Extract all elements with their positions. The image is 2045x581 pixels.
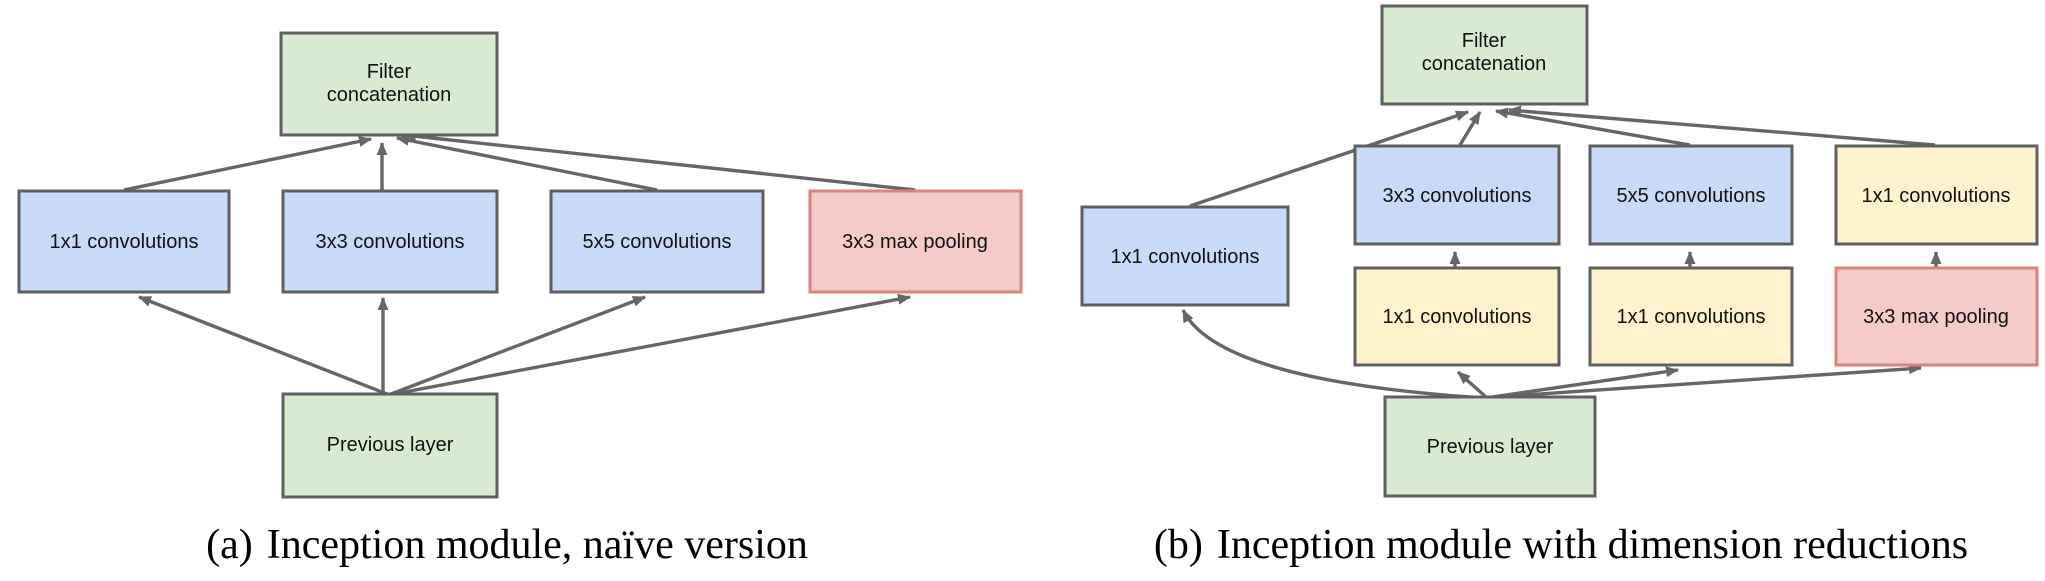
arrow-b-3x3-to-concat <box>1458 111 1482 146</box>
node-box <box>279 31 499 137</box>
node-box <box>1834 266 2039 367</box>
node-b-filter-concatenation: Filter concatenation <box>1380 4 1589 106</box>
node-label: Filter <box>1462 30 1507 52</box>
arrow-b-prev-to-maxpool <box>1495 363 1922 399</box>
node-box <box>1353 144 1561 246</box>
arrow-b-prev-to-1x1-reduce-5x5 <box>1491 366 1679 399</box>
node-b-3x3-convolutions: 3x3 convolutions <box>1353 144 1561 246</box>
node-label: Previous layer <box>327 434 454 456</box>
node-b-1x1-convolutions-reduce-3x3: 1x1 convolutions <box>1353 266 1561 367</box>
node-box <box>1080 205 1290 307</box>
node-label: 1x1 convolutions <box>50 231 199 253</box>
node-label: 3x3 max pooling <box>1863 306 2009 328</box>
node-a-3x3-max-pooling: 3x3 max pooling <box>808 189 1023 294</box>
node-box <box>808 189 1023 294</box>
node-box <box>1588 266 1794 367</box>
node-label: Previous layer <box>1427 436 1554 458</box>
node-b-3x3-max-pooling: 3x3 max pooling <box>1834 266 2039 367</box>
node-label: 1x1 convolutions <box>1111 246 1260 268</box>
node-box <box>1383 395 1597 498</box>
arrow-a-prev-to-5x5 <box>390 295 646 396</box>
node-label: 1x1 convolutions <box>1383 306 1532 328</box>
caption-a-prefix: (a) <box>206 522 253 568</box>
node-box <box>1380 4 1589 106</box>
node-label: 1x1 convolutions <box>1862 185 2011 207</box>
node-box <box>281 392 499 499</box>
node-box <box>1353 266 1561 367</box>
caption-a: (a) Inception module, naïve version <box>206 522 808 568</box>
node-label: 3x3 convolutions <box>1383 185 1532 207</box>
node-label: 3x3 max pooling <box>842 231 988 253</box>
node-b-1x1-convolutions-reduce-5x5: 1x1 convolutions <box>1588 266 1794 367</box>
node-label: concatenation <box>327 84 452 106</box>
caption-a-text: Inception module, naïve version <box>267 522 808 568</box>
arrow-a-maxpool-to-concat <box>403 130 916 192</box>
arrow-b-prev-to-1x1-branch <box>1181 309 1487 400</box>
node-box <box>1834 144 2039 246</box>
node-a-3x3-convolutions: 3x3 convolutions <box>281 189 499 294</box>
node-b-5x5-convolutions: 5x5 convolutions <box>1588 144 1794 246</box>
node-b-1x1-convolutions-after-pool: 1x1 convolutions <box>1834 144 2039 246</box>
panel-a-naive-module: Filter concatenation 1x1 convolutions 3x… <box>17 31 1023 568</box>
node-box <box>1588 144 1794 246</box>
arrow-a-1x1-to-concat <box>123 136 372 192</box>
node-box <box>17 189 231 294</box>
panel-b-dimension-reduction-module: Filter concatenation 1x1 convolutions 3x… <box>1080 4 2039 568</box>
arrow-a-prev-to-1x1 <box>138 295 388 396</box>
node-label: 3x3 convolutions <box>316 231 465 253</box>
caption-b-text: Inception module with dimension reductio… <box>1217 522 1968 568</box>
arrow-b-prev-to-1x1-reduce-3x3 <box>1456 370 1488 399</box>
node-label: 5x5 convolutions <box>1617 185 1766 207</box>
node-a-filter-concatenation: Filter concatenation <box>279 31 499 137</box>
node-a-1x1-convolutions: 1x1 convolutions <box>17 189 231 294</box>
node-label: 1x1 convolutions <box>1617 306 1766 328</box>
arrow-a-5x5-to-concat <box>396 134 658 192</box>
node-a-5x5-convolutions: 5x5 convolutions <box>549 189 765 294</box>
node-label: Filter <box>367 61 412 83</box>
node-a-previous-layer: Previous layer <box>281 392 499 499</box>
node-box <box>549 189 765 294</box>
node-label: 5x5 convolutions <box>583 231 732 253</box>
node-label: concatenation <box>1422 53 1547 75</box>
caption-b-prefix: (b) <box>1154 522 1203 568</box>
node-box <box>281 189 499 294</box>
node-b-previous-layer: Previous layer <box>1383 395 1597 498</box>
arrow-a-prev-to-maxpool <box>393 293 911 396</box>
arrow-b-1x1-pool-to-concat <box>1508 105 1936 147</box>
arrow-b-5x5-to-concat <box>1495 107 1691 147</box>
node-b-1x1-convolutions-branch: 1x1 convolutions <box>1080 205 1290 307</box>
arrow-b-1x1-branch-to-concat <box>1189 110 1469 208</box>
caption-b: (b) Inception module with dimension reduc… <box>1154 522 1968 568</box>
